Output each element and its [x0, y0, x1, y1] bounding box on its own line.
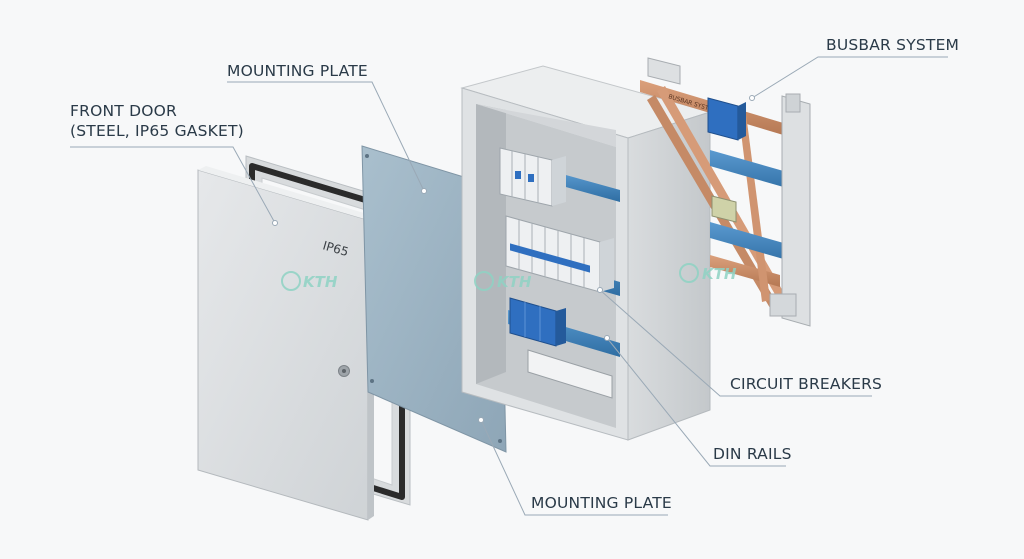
circuit-breakers [499, 147, 614, 347]
watermark-text: KTH [702, 265, 737, 283]
label-front-door-line2: (STEEL, IP65 GASKET) [70, 122, 244, 140]
bolt-icon [474, 271, 494, 291]
label-busbar-system: BUSBAR SYSTEM [826, 36, 960, 54]
label-mounting-plate-bottom: MOUNTING PLATE [531, 494, 672, 512]
busbar-system: BUSBAR SYSTEM [640, 57, 811, 327]
watermark-text: KTH [303, 273, 338, 291]
leader-mounting-plate-bottom [480, 419, 668, 516]
door-ip65-marking: IP65 [321, 238, 350, 259]
plate-hole [365, 154, 369, 158]
watermark-text: KTH [497, 273, 532, 291]
plate-hole [370, 379, 374, 383]
label-mounting-plate-top: MOUNTING PLATE [227, 62, 368, 80]
leader-mounting-plate-top [227, 81, 425, 192]
label-front-door: FRONT DOOR (STEEL, IP65 GASKET) [70, 101, 244, 141]
plate-hole [498, 439, 502, 443]
label-din-rails: DIN RAILS [713, 445, 792, 463]
label-front-door-line1: FRONT DOOR [70, 102, 177, 120]
leader-busbar [751, 56, 948, 99]
bolt-icon [281, 271, 301, 291]
din-rail [555, 172, 620, 202]
leader-lines [70, 56, 948, 516]
leader-circuit-breakers [599, 289, 872, 397]
leader-front-door [70, 146, 276, 224]
front-door: IP65 [197, 166, 374, 521]
leader-din-rails [606, 337, 786, 467]
watermark-group: KTH KTH KTH [281, 263, 737, 291]
bolt-icon [679, 263, 699, 283]
label-circuit-breakers: CIRCUIT BREAKERS [730, 375, 883, 393]
